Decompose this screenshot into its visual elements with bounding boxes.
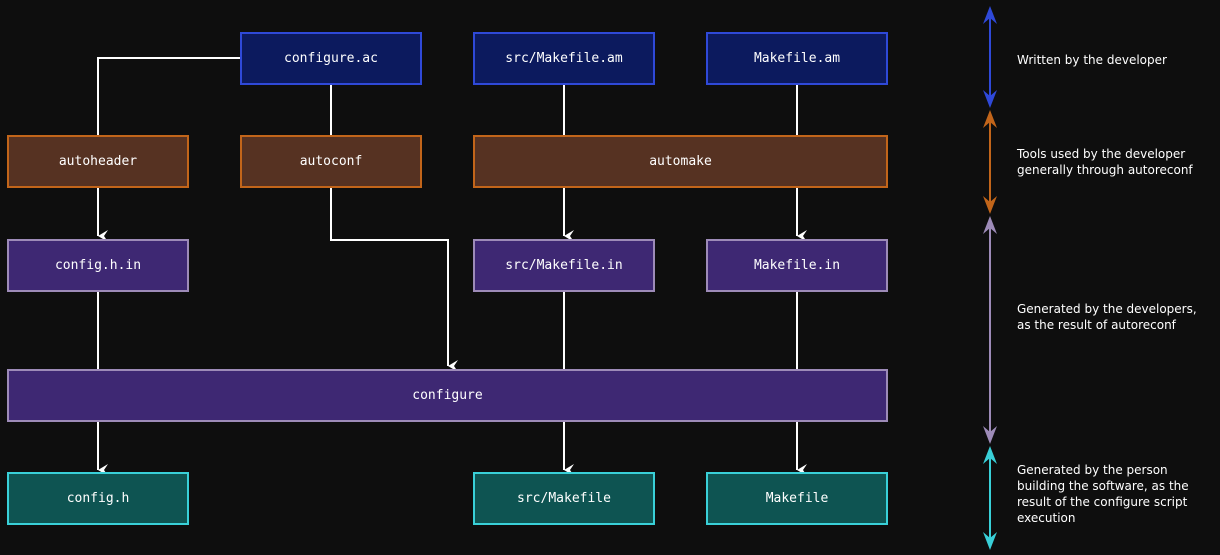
node-label: autoconf: [299, 154, 363, 169]
node-autoconf: autoconf: [240, 135, 422, 188]
legend-tools: Tools used by the developer generally th…: [1017, 147, 1193, 177]
node-automake: automake: [473, 135, 888, 188]
node-label: config.h: [66, 491, 130, 506]
legend-arrow-tools: [983, 110, 997, 214]
node-src-makefile-in: src/Makefile.in: [473, 239, 655, 292]
node-makefile-in: Makefile.in: [706, 239, 888, 292]
legend-arrow-developer: [983, 6, 997, 108]
legend-generated-user: Generated by the person building the sof…: [1017, 463, 1189, 525]
node-label: autoheader: [58, 154, 138, 169]
node-autoheader: autoheader: [7, 135, 189, 188]
node-label: src/Makefile: [517, 491, 611, 506]
node-label: config.h.in: [54, 258, 142, 273]
node-label: src/Makefile.in: [505, 258, 623, 273]
node-label: automake: [649, 154, 712, 169]
node-config-h: config.h: [7, 472, 189, 525]
node-configure-ac: configure.ac: [240, 32, 422, 85]
node-label: src/Makefile.am: [505, 51, 623, 66]
legend-developer: Written by the developer: [1017, 53, 1167, 67]
node-makefile-am: Makefile.am: [706, 32, 888, 85]
node-label: Makefile: [765, 491, 829, 506]
node-src-makefile: src/Makefile: [473, 472, 655, 525]
node-label: Makefile.in: [753, 258, 841, 273]
node-makefile: Makefile: [706, 472, 888, 525]
connector-configure-ac-autoheader: [97, 57, 240, 135]
node-src-makefile-am: src/Makefile.am: [473, 32, 655, 85]
legend-generated-dev: Generated by the developers, as the resu…: [1017, 302, 1197, 332]
node-config-h-in: config.h.in: [7, 239, 189, 292]
node-label: Makefile.am: [753, 51, 841, 66]
node-configure: configure: [7, 369, 888, 422]
arrow-autoconf-configure: [330, 188, 458, 372]
node-label: configure.ac: [284, 51, 378, 66]
legend-arrow-generated-dev: [983, 216, 997, 444]
node-label: configure: [412, 388, 483, 403]
legend-arrow-generated-user: [983, 446, 997, 550]
